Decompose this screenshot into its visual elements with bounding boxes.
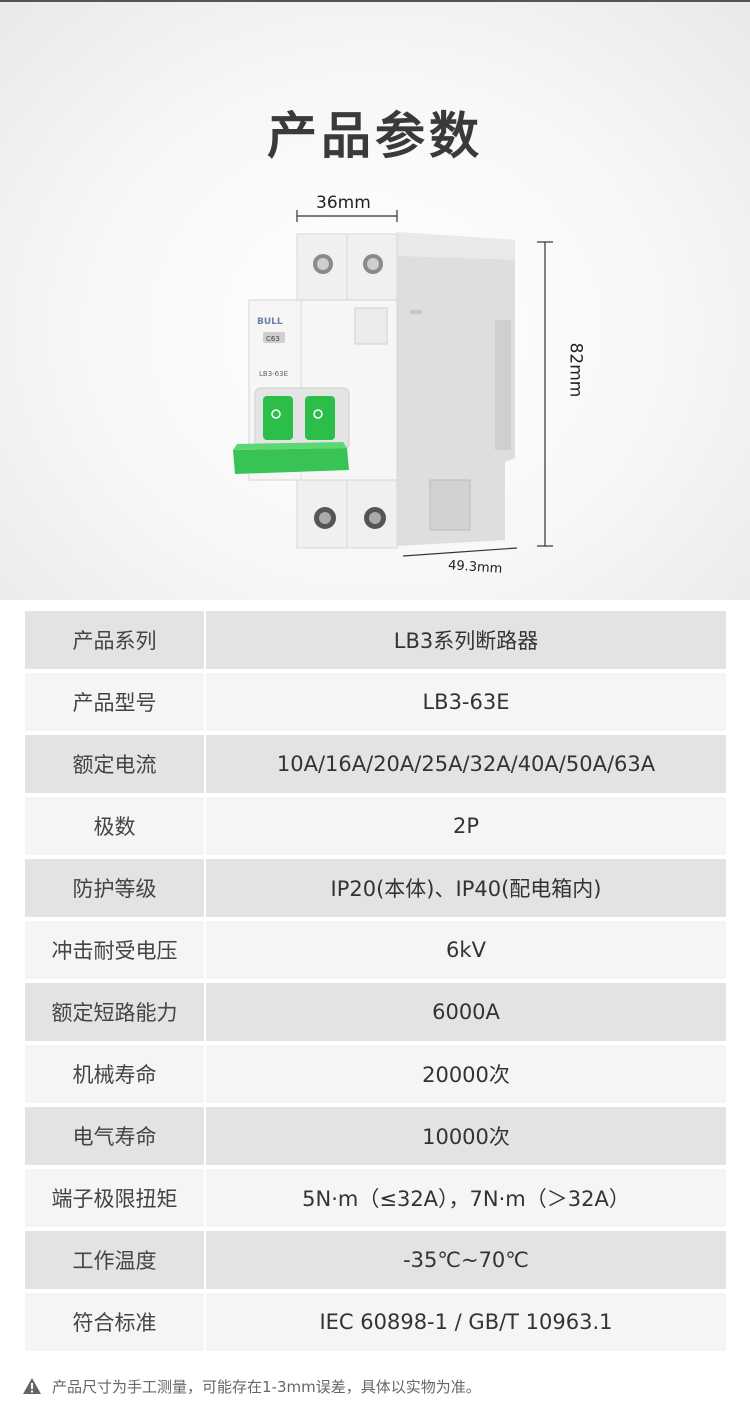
spec-value: 2P — [452, 814, 480, 838]
table-row: 冲击耐受电压 6kV — [25, 921, 726, 979]
table-row: 端子极限扭矩 5N·m（≤32A），7N·m（＞32A） — [25, 1169, 726, 1227]
top-divider — [0, 0, 750, 2]
spec-label: 符合标准 — [25, 1293, 206, 1351]
spec-label: 产品型号 — [25, 673, 206, 731]
rating-label: C63 — [266, 335, 280, 343]
spec-label: 额定电流 — [25, 735, 206, 793]
table-row: 额定短路能力 6000A — [25, 983, 726, 1041]
spec-value: IEC 60898-1 / GB/T 10963.1 — [319, 1310, 613, 1334]
spec-value: IP20(本体)、IP40(配电箱内) — [330, 877, 602, 901]
model-label: LB3-63E — [259, 370, 288, 378]
table-row: 机械寿命 20000次 — [25, 1045, 726, 1103]
toggle-handle-bar — [233, 448, 349, 474]
spec-label: 产品系列 — [25, 611, 206, 669]
depth-dimension-line — [402, 547, 518, 557]
footnote: 产品尺寸为手工测量，可能存在1-3mm误差，具体以实物为准。 — [22, 1374, 481, 1398]
spec-value: -35℃~70℃ — [403, 1248, 529, 1272]
spec-value: 10A/16A/20A/25A/32A/40A/50A/63A — [276, 752, 656, 776]
table-row: 额定电流 10A/16A/20A/25A/32A/40A/50A/63A — [25, 735, 726, 793]
table-row: 符合标准 IEC 60898-1 / GB/T 10963.1 — [25, 1293, 726, 1351]
spec-label: 防护等级 — [25, 859, 206, 917]
circuit-breaker-image: BULL C63 LB3-63E — [233, 210, 553, 557]
spec-value: 20000次 — [422, 1063, 510, 1087]
table-row: 工作温度 -35℃~70℃ — [25, 1231, 726, 1289]
height-dimension-label: 82mm — [565, 342, 586, 398]
spec-label: 机械寿命 — [25, 1045, 206, 1103]
warning-icon — [23, 1378, 41, 1394]
brand-logo: BULL — [257, 317, 283, 327]
spec-value: 6000A — [432, 1000, 500, 1024]
table-row: 防护等级 IP20(本体)、IP40(配电箱内) — [25, 859, 726, 917]
width-dimension-label: 36mm — [316, 193, 371, 213]
spec-label: 电气寿命 — [25, 1107, 206, 1165]
spec-label: 额定短路能力 — [25, 983, 206, 1041]
breaker-side-panel — [397, 232, 515, 546]
table-row: 产品系列 LB3系列断路器 — [25, 611, 726, 669]
table-row: 电气寿命 10000次 — [25, 1107, 726, 1165]
spec-label: 工作温度 — [25, 1231, 206, 1289]
spec-table: 产品系列 LB3系列断路器 产品型号 LB3-63E 额定电流 10A/16A/… — [25, 611, 726, 1355]
spec-value: 6kV — [446, 938, 486, 962]
spec-value: 10000次 — [422, 1125, 510, 1149]
table-row: 极数 2P — [25, 797, 726, 855]
spec-value: LB3-63E — [422, 690, 510, 714]
spec-label: 极数 — [25, 797, 206, 855]
table-row: 产品型号 LB3-63E — [25, 673, 726, 731]
page-title: 产品参数 — [267, 107, 483, 165]
spec-label: 冲击耐受电压 — [25, 921, 206, 979]
spec-label: 端子极限扭矩 — [25, 1169, 206, 1227]
spec-value: LB3系列断路器 — [393, 629, 539, 653]
spec-value: 5N·m（≤32A），7N·m（＞32A） — [302, 1187, 630, 1211]
footnote-text: 产品尺寸为手工测量，可能存在1-3mm误差，具体以实物为准。 — [52, 1377, 481, 1396]
